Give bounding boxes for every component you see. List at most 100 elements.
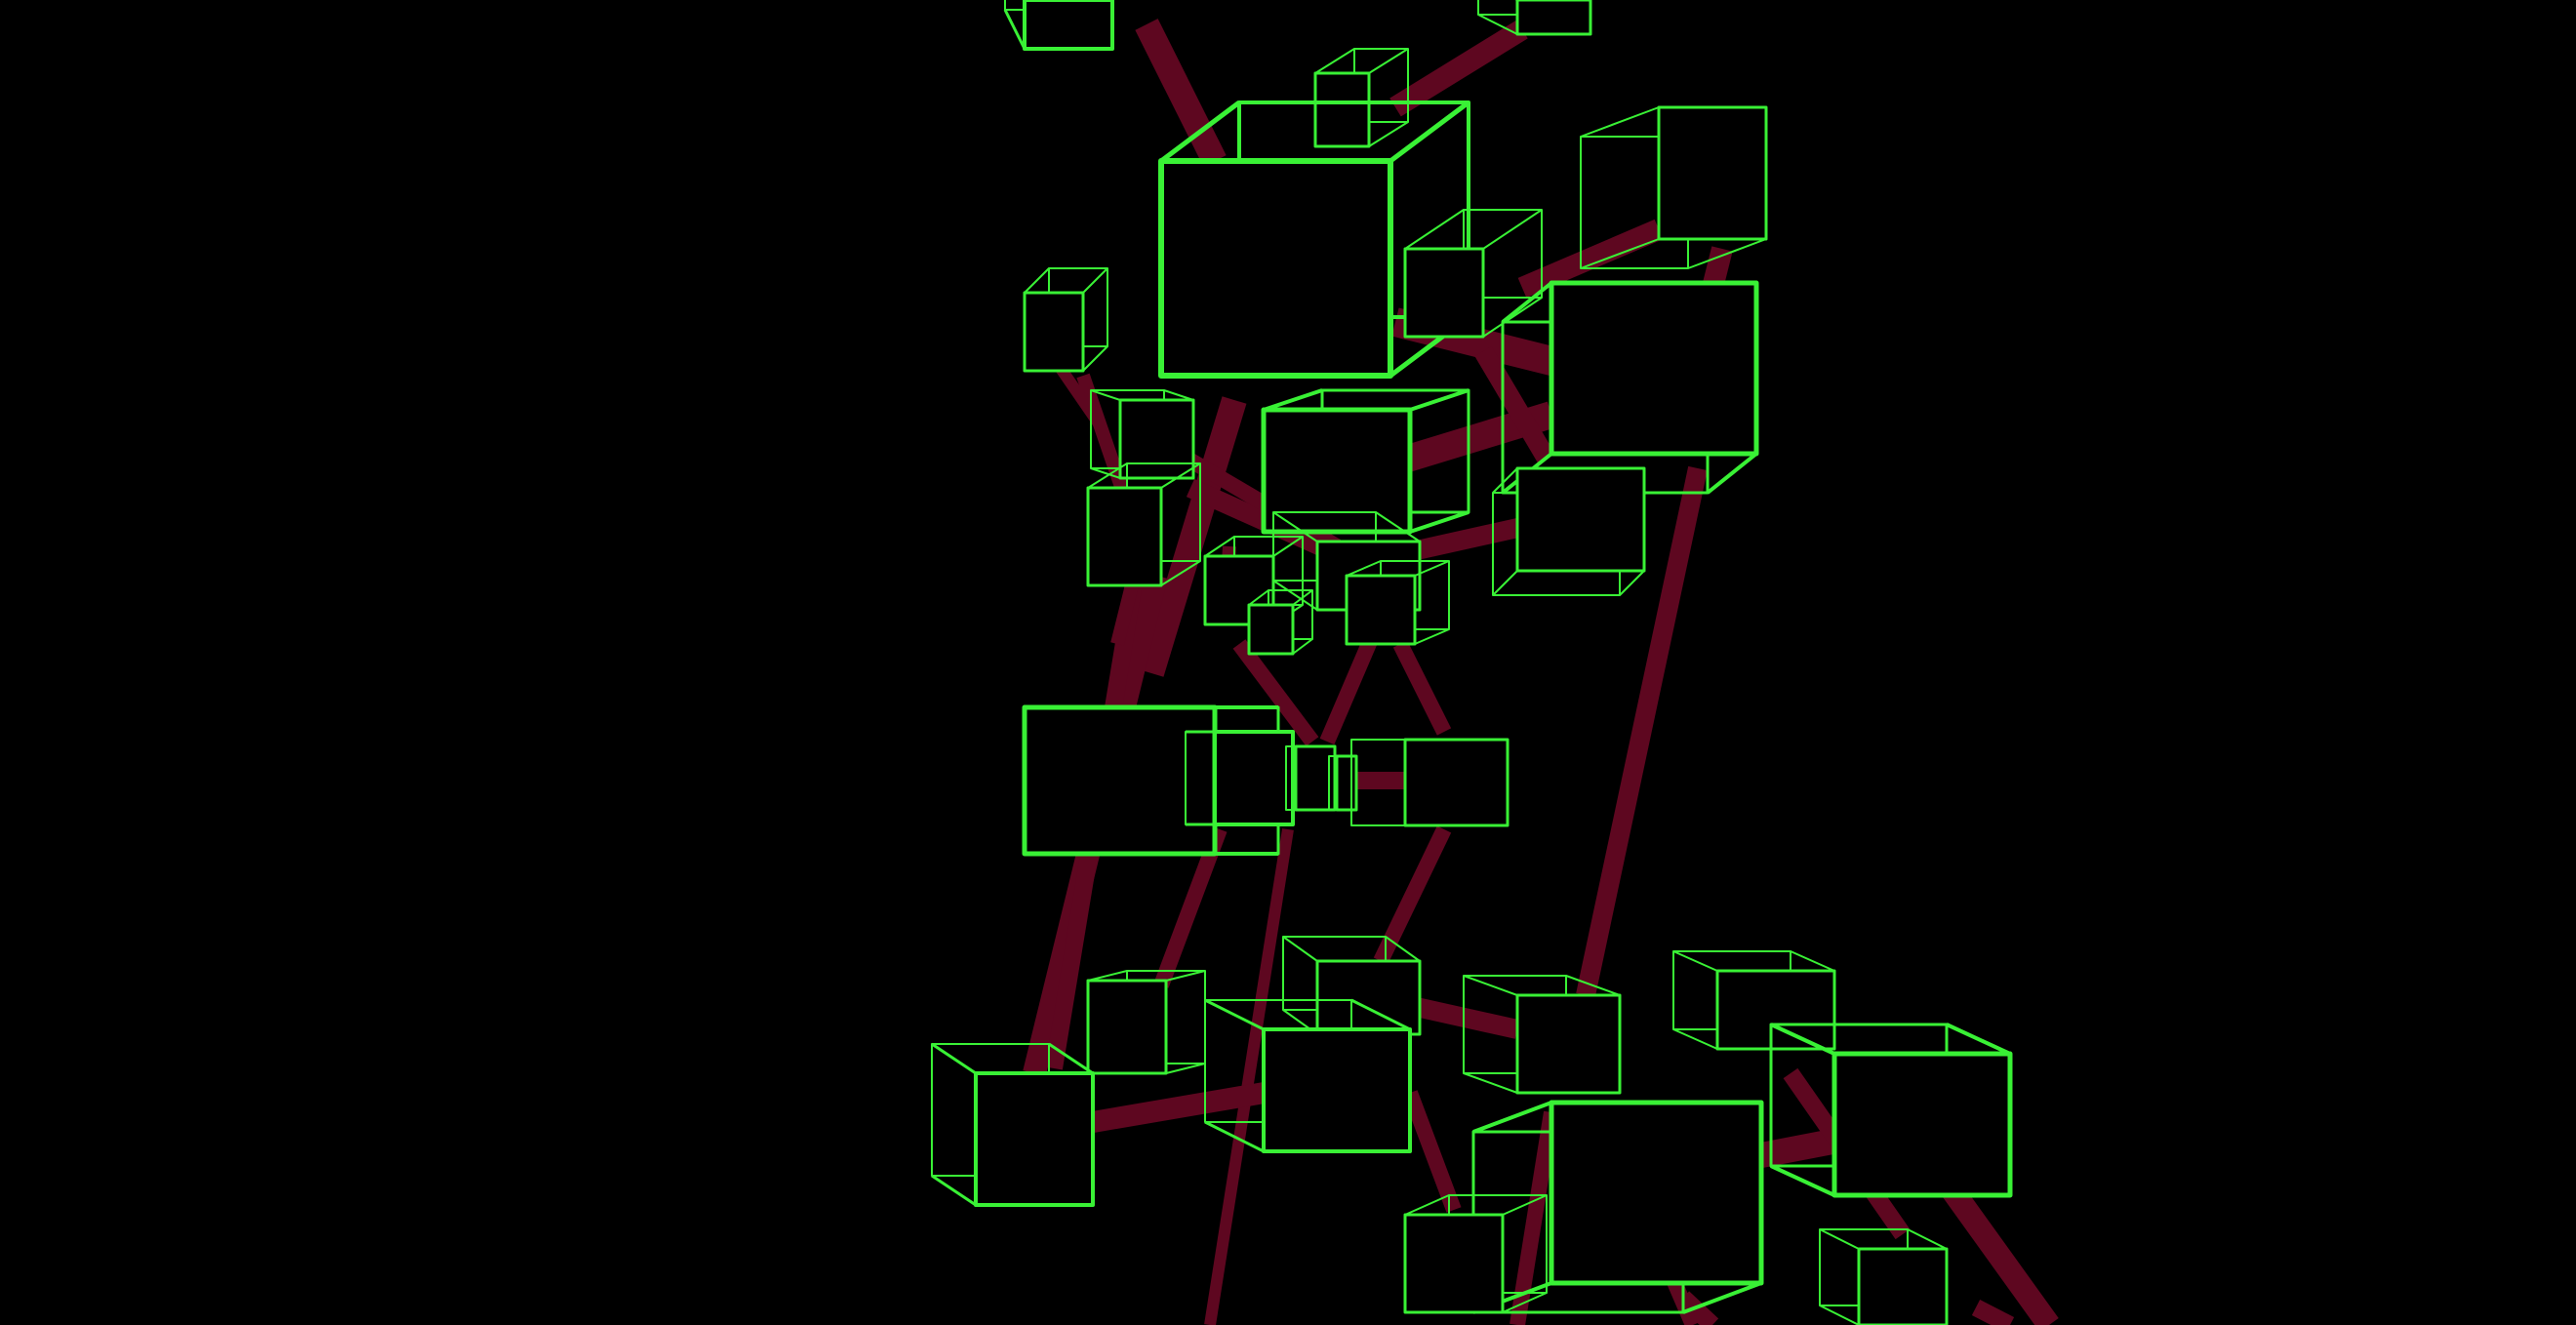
wireframe-cube-node	[1477, 0, 1592, 36]
edge-bar	[1204, 828, 1294, 1325]
wireframe-cube-node	[1350, 738, 1509, 827]
cube-depth-edge	[1482, 209, 1543, 250]
wireframe-cube-node	[1185, 730, 1295, 826]
cube-depth-edge	[1263, 388, 1323, 412]
cube-front-face	[974, 1071, 1095, 1207]
wireframe-cube-node	[1492, 466, 1646, 596]
wireframe-cube-node	[1086, 970, 1206, 1075]
wireframe-cube-node	[1158, 100, 1470, 379]
cube-depth-edge	[1404, 1194, 1450, 1216]
cube-depth-edge	[1204, 536, 1235, 557]
cube-depth-edge	[1672, 950, 1718, 972]
cube-depth-edge	[1163, 389, 1194, 401]
cube-depth-edge	[1165, 970, 1206, 982]
cube-depth-edge	[1819, 1305, 1860, 1325]
cube-front-face	[1023, 0, 1114, 51]
cube-front-face	[1715, 969, 1836, 1051]
cube-depth-edge	[1204, 1120, 1265, 1153]
wireframe-cube-node	[1090, 389, 1195, 480]
cube-depth-edge	[1368, 48, 1409, 74]
cube-depth-edge	[1482, 297, 1543, 338]
edge-bar	[1373, 825, 1452, 965]
cube-depth-edge	[1819, 1228, 1860, 1250]
cube-front-face	[1857, 1247, 1949, 1325]
cube-depth-edge	[1090, 389, 1121, 401]
cube-depth-edge	[1204, 998, 1265, 1031]
edge-bar	[1392, 640, 1452, 736]
cube-back-face	[1477, 0, 1552, 16]
cube-front-face	[1086, 486, 1163, 587]
wireframe-cube-node	[1403, 1194, 1548, 1314]
cube-depth-edge	[1024, 267, 1050, 294]
cube-depth-edge	[1314, 48, 1355, 74]
cube-depth-edge	[1770, 1023, 1835, 1056]
cube-depth-edge	[1368, 121, 1409, 147]
cube-depth-edge	[1346, 560, 1382, 577]
cube-front-face	[1261, 407, 1413, 535]
cube-front-face	[1213, 730, 1295, 826]
edge-bar	[1576, 465, 1708, 998]
cube-depth-edge	[1292, 589, 1313, 606]
cube-depth-edge	[1502, 1194, 1548, 1216]
cube-depth-edge	[1414, 628, 1450, 645]
cube-front-face	[1086, 979, 1168, 1075]
wireframe-cube-node	[1003, 0, 1114, 51]
cube-front-face	[1549, 280, 1759, 457]
edge-bar	[1402, 1090, 1462, 1213]
wireframe-cube-node	[1247, 589, 1313, 656]
cube-depth-edge	[1090, 467, 1121, 479]
cube-depth-edge	[1672, 1028, 1718, 1050]
wireframe-cube-node	[1204, 998, 1412, 1153]
edge-bar	[1135, 19, 1227, 167]
cube-front-face	[1315, 959, 1422, 1036]
cube-front-face	[1657, 105, 1768, 241]
edge-bar	[1509, 1110, 1559, 1325]
node-layer	[931, 0, 2013, 1325]
edge-bar	[1517, 219, 1664, 299]
cube-depth-edge	[1770, 1164, 1835, 1197]
cube-depth-edge	[1350, 998, 1411, 1031]
wireframe-cube-node	[1086, 462, 1201, 587]
cube-depth-edge	[1409, 388, 1469, 412]
wireframe-cube-node	[1345, 560, 1450, 646]
wireframe-cube-node	[1580, 105, 1768, 269]
wireframe-cube-node	[1769, 1023, 2013, 1198]
edge-bar	[1232, 639, 1319, 746]
cube-depth-edge	[1385, 936, 1421, 962]
cube-depth-edge	[1087, 970, 1128, 982]
cube-front-face	[1118, 398, 1195, 480]
cube-front-face	[1023, 291, 1085, 373]
cube-depth-edge	[1502, 1292, 1548, 1313]
wireframe-cube-node	[1501, 280, 1759, 495]
cube-depth-edge	[1082, 267, 1108, 294]
wireframe-cube-node	[1463, 975, 1622, 1095]
cube-front-face	[1515, 0, 1592, 36]
cube-front-face	[1262, 1027, 1412, 1153]
cube-front-face	[1313, 71, 1371, 148]
cube-front-face	[1403, 1213, 1505, 1314]
cube-depth-edge	[1463, 975, 1518, 996]
cube-depth-edge	[1687, 238, 1767, 269]
edge-bar	[1389, 20, 1528, 117]
cube-depth-edge	[1580, 106, 1660, 138]
edge-bar	[1971, 1299, 2015, 1325]
cube-depth-edge	[931, 1042, 977, 1075]
cube-depth-edge	[1159, 100, 1241, 163]
cube-depth-edge	[1082, 345, 1108, 372]
cube-depth-edge	[1165, 1063, 1206, 1074]
wireframe-cube-node	[1672, 950, 1836, 1051]
cube-depth-edge	[1282, 936, 1318, 962]
cube-front-face	[1515, 993, 1622, 1095]
cube-depth-edge	[1472, 1101, 1552, 1134]
cube-depth-edge	[1492, 467, 1518, 494]
cube-depth-edge	[1409, 510, 1469, 534]
cube-depth-edge	[1272, 536, 1304, 557]
cube-depth-edge	[1492, 570, 1518, 596]
cube-depth-edge	[1946, 1023, 2011, 1056]
cube-depth-edge	[1160, 560, 1201, 586]
cube-depth-edge	[1619, 570, 1645, 596]
wireframe-cube-node	[1403, 209, 1543, 339]
cube-front-face	[1403, 738, 1509, 827]
cube-depth-edge	[1248, 589, 1269, 606]
